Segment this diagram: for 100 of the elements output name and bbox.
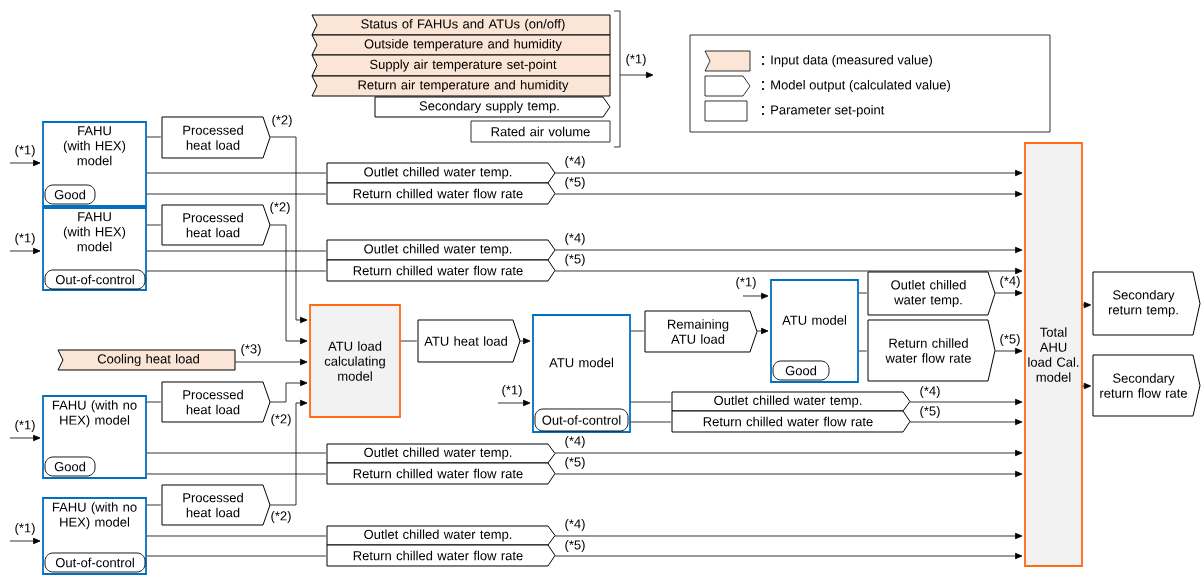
connector bbox=[554, 267, 1023, 275]
edge-label: (*5) bbox=[563, 455, 587, 471]
connector bbox=[756, 327, 769, 335]
connector bbox=[146, 270, 327, 272]
input-box: Return air temperature and humidity bbox=[311, 75, 611, 97]
connector bbox=[1082, 301, 1092, 309]
output-box: Return chilled water flow rate bbox=[326, 462, 556, 485]
edge-label: (*4) bbox=[563, 517, 587, 533]
status-badge: Out-of-control bbox=[44, 269, 146, 290]
output-box: Outlet chilled water temp. bbox=[326, 525, 556, 546]
input-box: Status of FAHUs and ATUs (on/off) bbox=[311, 14, 611, 36]
connector bbox=[9, 537, 41, 545]
connector bbox=[269, 399, 308, 506]
connector bbox=[146, 401, 162, 403]
edge-label: (*1) bbox=[13, 418, 37, 434]
input-box: Supply air temperature set-point bbox=[311, 54, 611, 77]
calculation-box: ATU load calculating model bbox=[309, 304, 401, 418]
connector bbox=[9, 247, 41, 255]
connector bbox=[269, 136, 308, 324]
connector bbox=[146, 224, 162, 226]
edge-label: (*5) bbox=[563, 175, 587, 191]
edge-label: (*3) bbox=[239, 342, 263, 358]
edge-label: (*2) bbox=[268, 200, 292, 216]
edge-label: (*1) bbox=[734, 275, 758, 291]
connector bbox=[146, 250, 327, 252]
connector bbox=[858, 292, 868, 294]
output-box: Processed heat load bbox=[161, 484, 271, 526]
connector bbox=[994, 347, 1023, 355]
status-badge: Good bbox=[44, 456, 96, 477]
connector bbox=[554, 246, 1023, 254]
connector bbox=[146, 452, 327, 454]
output-box: Outlet chilled water temp. bbox=[326, 443, 556, 464]
connector bbox=[146, 555, 327, 557]
edge-label: (*5) bbox=[918, 404, 942, 420]
bracket bbox=[613, 10, 621, 148]
connector bbox=[630, 330, 645, 332]
connector bbox=[519, 337, 531, 345]
connector bbox=[554, 190, 1023, 198]
output-box: Return chilled water flow rate bbox=[867, 319, 996, 382]
connector bbox=[146, 172, 327, 174]
connector bbox=[146, 193, 327, 195]
connector bbox=[554, 532, 1023, 540]
connector bbox=[994, 289, 1023, 297]
legend-text: Model output (calculated value) bbox=[771, 79, 950, 93]
edge-label: (*5) bbox=[563, 538, 587, 554]
connector bbox=[9, 159, 41, 167]
edge-label: (*2) bbox=[269, 412, 293, 428]
legend-text: Parameter set-point bbox=[771, 104, 885, 118]
connector bbox=[909, 398, 1023, 406]
output-box: Outlet chilled water temp. bbox=[671, 391, 911, 412]
edge-label: (*1) bbox=[13, 231, 37, 247]
connector bbox=[554, 470, 1023, 478]
connector bbox=[497, 399, 531, 407]
output-box: Secondary return temp. bbox=[1092, 271, 1201, 336]
output-box: Processed heat load bbox=[161, 204, 271, 246]
edge-label: (*5) bbox=[998, 332, 1022, 348]
connector bbox=[554, 552, 1023, 560]
connector bbox=[400, 340, 418, 342]
status-badge: Out-of-control bbox=[44, 552, 146, 573]
connector bbox=[619, 71, 654, 79]
connector bbox=[630, 421, 672, 423]
connector bbox=[146, 473, 327, 475]
edge-label: (*4) bbox=[918, 384, 942, 400]
input-box: Cooling heat load bbox=[57, 349, 236, 371]
output-box: Processed heat load bbox=[161, 381, 271, 423]
edge-label: (*2) bbox=[269, 509, 293, 525]
connector bbox=[742, 292, 769, 300]
connector bbox=[146, 504, 162, 506]
connector bbox=[269, 379, 308, 403]
input-box: Outside temperature and humidity bbox=[311, 34, 611, 56]
output-box: Return chilled water flow rate bbox=[326, 259, 556, 282]
connector bbox=[630, 401, 672, 403]
connector bbox=[146, 535, 327, 537]
output-box: ATU heat load bbox=[417, 319, 521, 363]
connector bbox=[9, 434, 41, 442]
edge-label: (*1) bbox=[13, 521, 37, 537]
parameter-box: Rated air volume bbox=[470, 120, 611, 143]
calculation-box: Total AHU load Cal. model bbox=[1024, 142, 1083, 567]
connector bbox=[554, 449, 1023, 457]
output-box: Outlet chilled water temp. bbox=[326, 239, 556, 261]
edge-label: (*1) bbox=[13, 143, 37, 159]
edge-label: (*1) bbox=[624, 52, 648, 68]
status-badge: Good bbox=[772, 360, 830, 381]
edge-label: (*5) bbox=[563, 252, 587, 268]
edge-label: (*1) bbox=[500, 383, 524, 399]
connector bbox=[146, 136, 162, 138]
status-badge: Out-of-control bbox=[534, 408, 629, 432]
output-box: Remaining ATU load bbox=[644, 310, 758, 353]
output-box: Outlet chilled water temp. bbox=[867, 271, 996, 316]
connector bbox=[554, 169, 1023, 177]
edge-label: (*4) bbox=[563, 231, 587, 247]
connector bbox=[858, 350, 868, 352]
edge-label: (*2) bbox=[270, 113, 294, 129]
connector bbox=[909, 418, 1023, 426]
connector bbox=[1082, 382, 1092, 390]
legend-text: Input data (measured value) bbox=[771, 54, 932, 68]
node-label: Return chilled water flow rate bbox=[353, 550, 523, 561]
edge-label: (*4) bbox=[563, 434, 587, 450]
status-badge: Good bbox=[44, 184, 96, 205]
edge-label: (*4) bbox=[563, 154, 587, 170]
